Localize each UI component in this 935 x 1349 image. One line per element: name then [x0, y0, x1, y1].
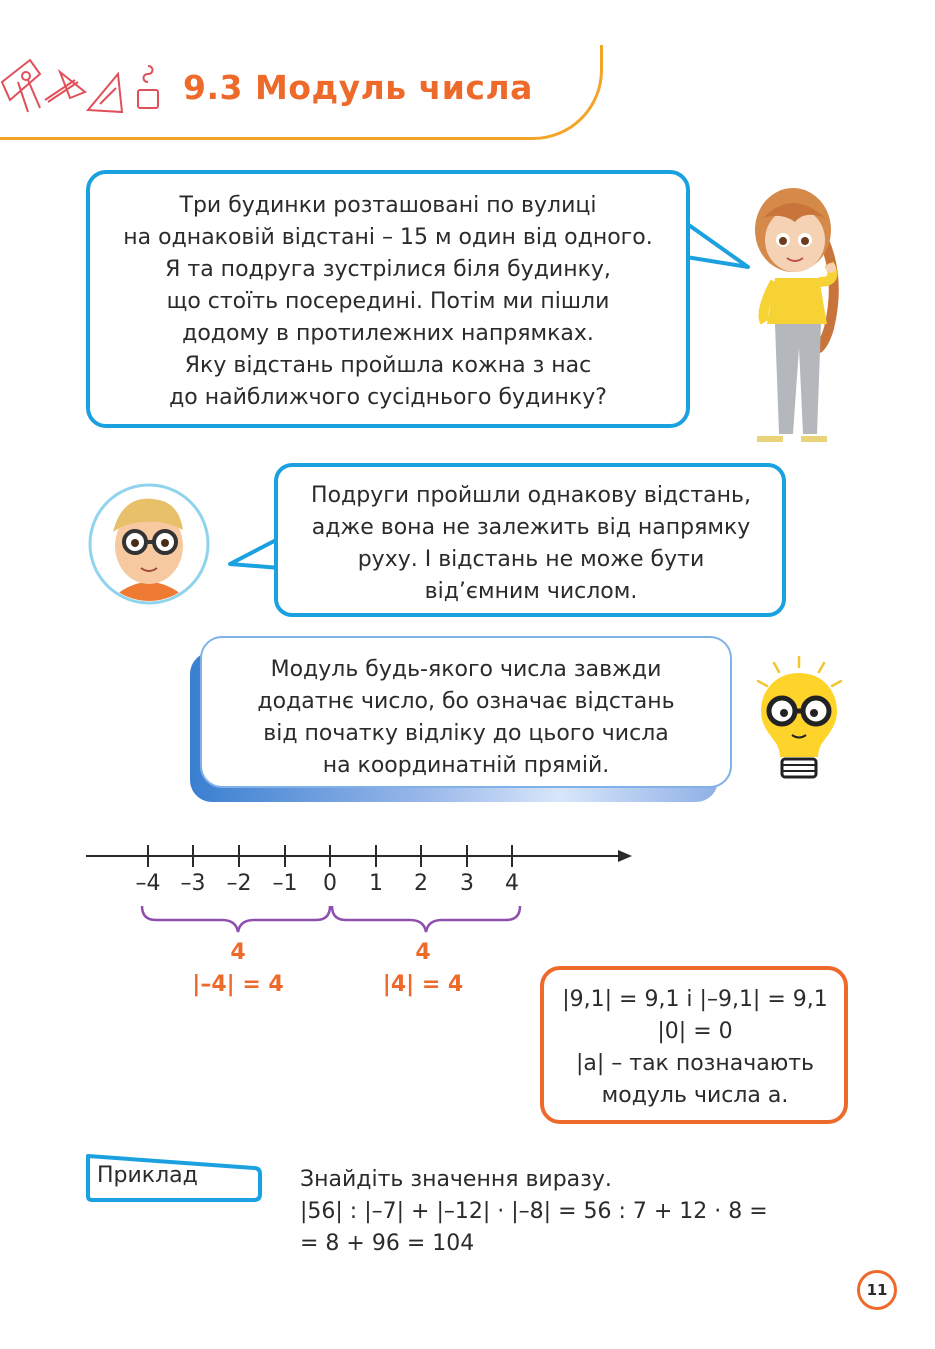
tick-label: –4: [135, 871, 161, 896]
boy-speech-text: Подруги пройшли однакову відстань, адже …: [311, 483, 751, 604]
lightbulb-icon: [756, 655, 843, 779]
tick-label: –1: [272, 871, 298, 896]
tick-label: 2: [414, 871, 428, 896]
tick-label: 4: [505, 871, 519, 896]
tick-label: –2: [226, 871, 252, 896]
boy-speech-bubble: [274, 463, 786, 617]
right-modulus-formula: |4| = 4: [382, 972, 464, 997]
left-brace: [140, 905, 332, 933]
boy-avatar-icon: [88, 483, 210, 605]
header-band: [0, 45, 603, 140]
definition-text: Модуль будь-якого числа завжди додатнє ч…: [257, 657, 675, 778]
modulus-examples-box: [540, 966, 848, 1124]
girl-speech-bubble: [86, 170, 690, 428]
example-solution: Знайдіть значення виразу. |56| : |–7| + …: [300, 1167, 768, 1256]
left-distance: 4: [230, 940, 246, 965]
tick-label: 0: [323, 871, 337, 896]
speech-bubble-tail: [228, 536, 281, 570]
modulus-examples-text: |9,1| = 9,1 і |–9,1| = 9,1 |0| = 0 |a| –…: [562, 987, 828, 1108]
page-number: 11: [857, 1270, 897, 1310]
number-line: [86, 845, 632, 933]
school-supplies-doodle-icon: [0, 58, 159, 114]
right-brace: [330, 905, 522, 933]
tick-label: 3: [460, 871, 474, 896]
tick-label: –3: [180, 871, 206, 896]
definition-box: [200, 636, 732, 788]
girl-speech-text: Три будинки розташовані по вулиці на одн…: [123, 193, 653, 410]
girl-character-icon: [755, 188, 839, 442]
speech-bubble-tail: [686, 221, 750, 269]
number-line-arrow-icon: [618, 850, 632, 862]
section-title: 9.3 Модуль числа: [183, 68, 533, 107]
left-modulus-formula: |–4| = 4: [192, 972, 284, 997]
right-distance: 4: [415, 940, 431, 965]
tick-label: 1: [369, 871, 383, 896]
example-label: Приклад: [97, 1163, 198, 1188]
example-label-frame: [86, 1154, 262, 1202]
